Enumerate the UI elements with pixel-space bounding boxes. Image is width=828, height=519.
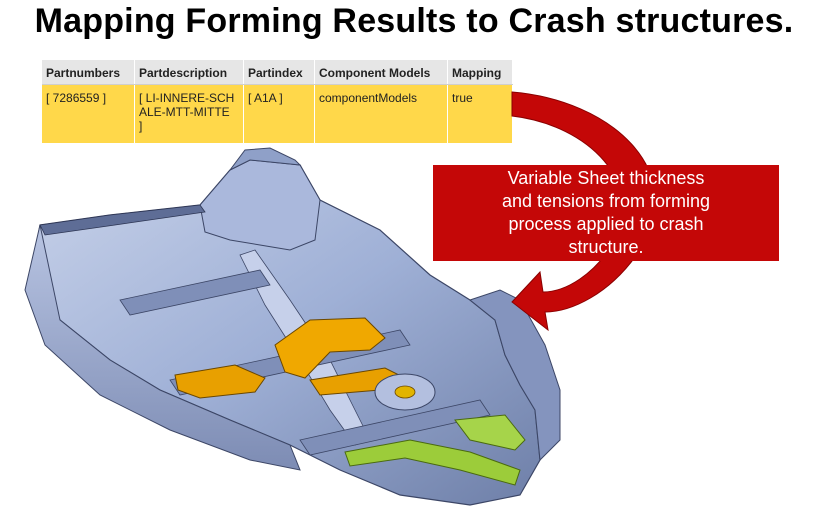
cell-partindex: [ A1A ]	[243, 84, 315, 143]
wheel-well-center	[394, 385, 416, 399]
cross-member-1	[119, 269, 271, 316]
highlight-green-1	[344, 439, 521, 486]
callout-text: Variable Sheet thickness and tensions fr…	[501, 168, 711, 257]
callout-box: Variable Sheet thickness and tensions fr…	[433, 165, 779, 261]
cross-member-3	[299, 399, 491, 456]
column-header-partnumbers[interactable]: Partnumbers	[42, 60, 135, 85]
highlight-part-left	[174, 364, 266, 399]
left-sill	[24, 224, 301, 471]
partdescription-text: [ LI-INNERE-SCHALE-MTT-MITTE ]	[139, 91, 235, 133]
firewall	[199, 159, 321, 251]
cell-component-models: componentModels	[314, 84, 448, 143]
cell-partdescription: [ LI-INNERE-SCHALE-MTT-MITTE ]	[134, 84, 244, 143]
highlight-green-2	[454, 414, 526, 451]
column-header-mapping[interactable]: Mapping	[447, 60, 513, 85]
front-rail	[39, 204, 206, 236]
column-header-partindex[interactable]: Partindex	[243, 60, 315, 85]
column-header-partdescription[interactable]: Partdescription	[134, 60, 244, 85]
strut-tower	[229, 147, 302, 171]
slide-title: Mapping Forming Results to Crash structu…	[34, 2, 794, 40]
cell-partnumber: [ 7286559 ]	[42, 84, 135, 143]
highlight-part-center	[274, 317, 386, 379]
table-row[interactable]: [ 7286559 ] [ LI-INNERE-SCHALE-MTT-MITTE…	[42, 84, 513, 143]
column-header-component-models[interactable]: Component Models	[314, 60, 448, 85]
table-header-row: Partnumbers Partdescription Partindex Co…	[42, 60, 513, 85]
parts-table: Partnumbers Partdescription Partindex Co…	[42, 60, 513, 143]
cell-mapping: true	[447, 84, 513, 143]
